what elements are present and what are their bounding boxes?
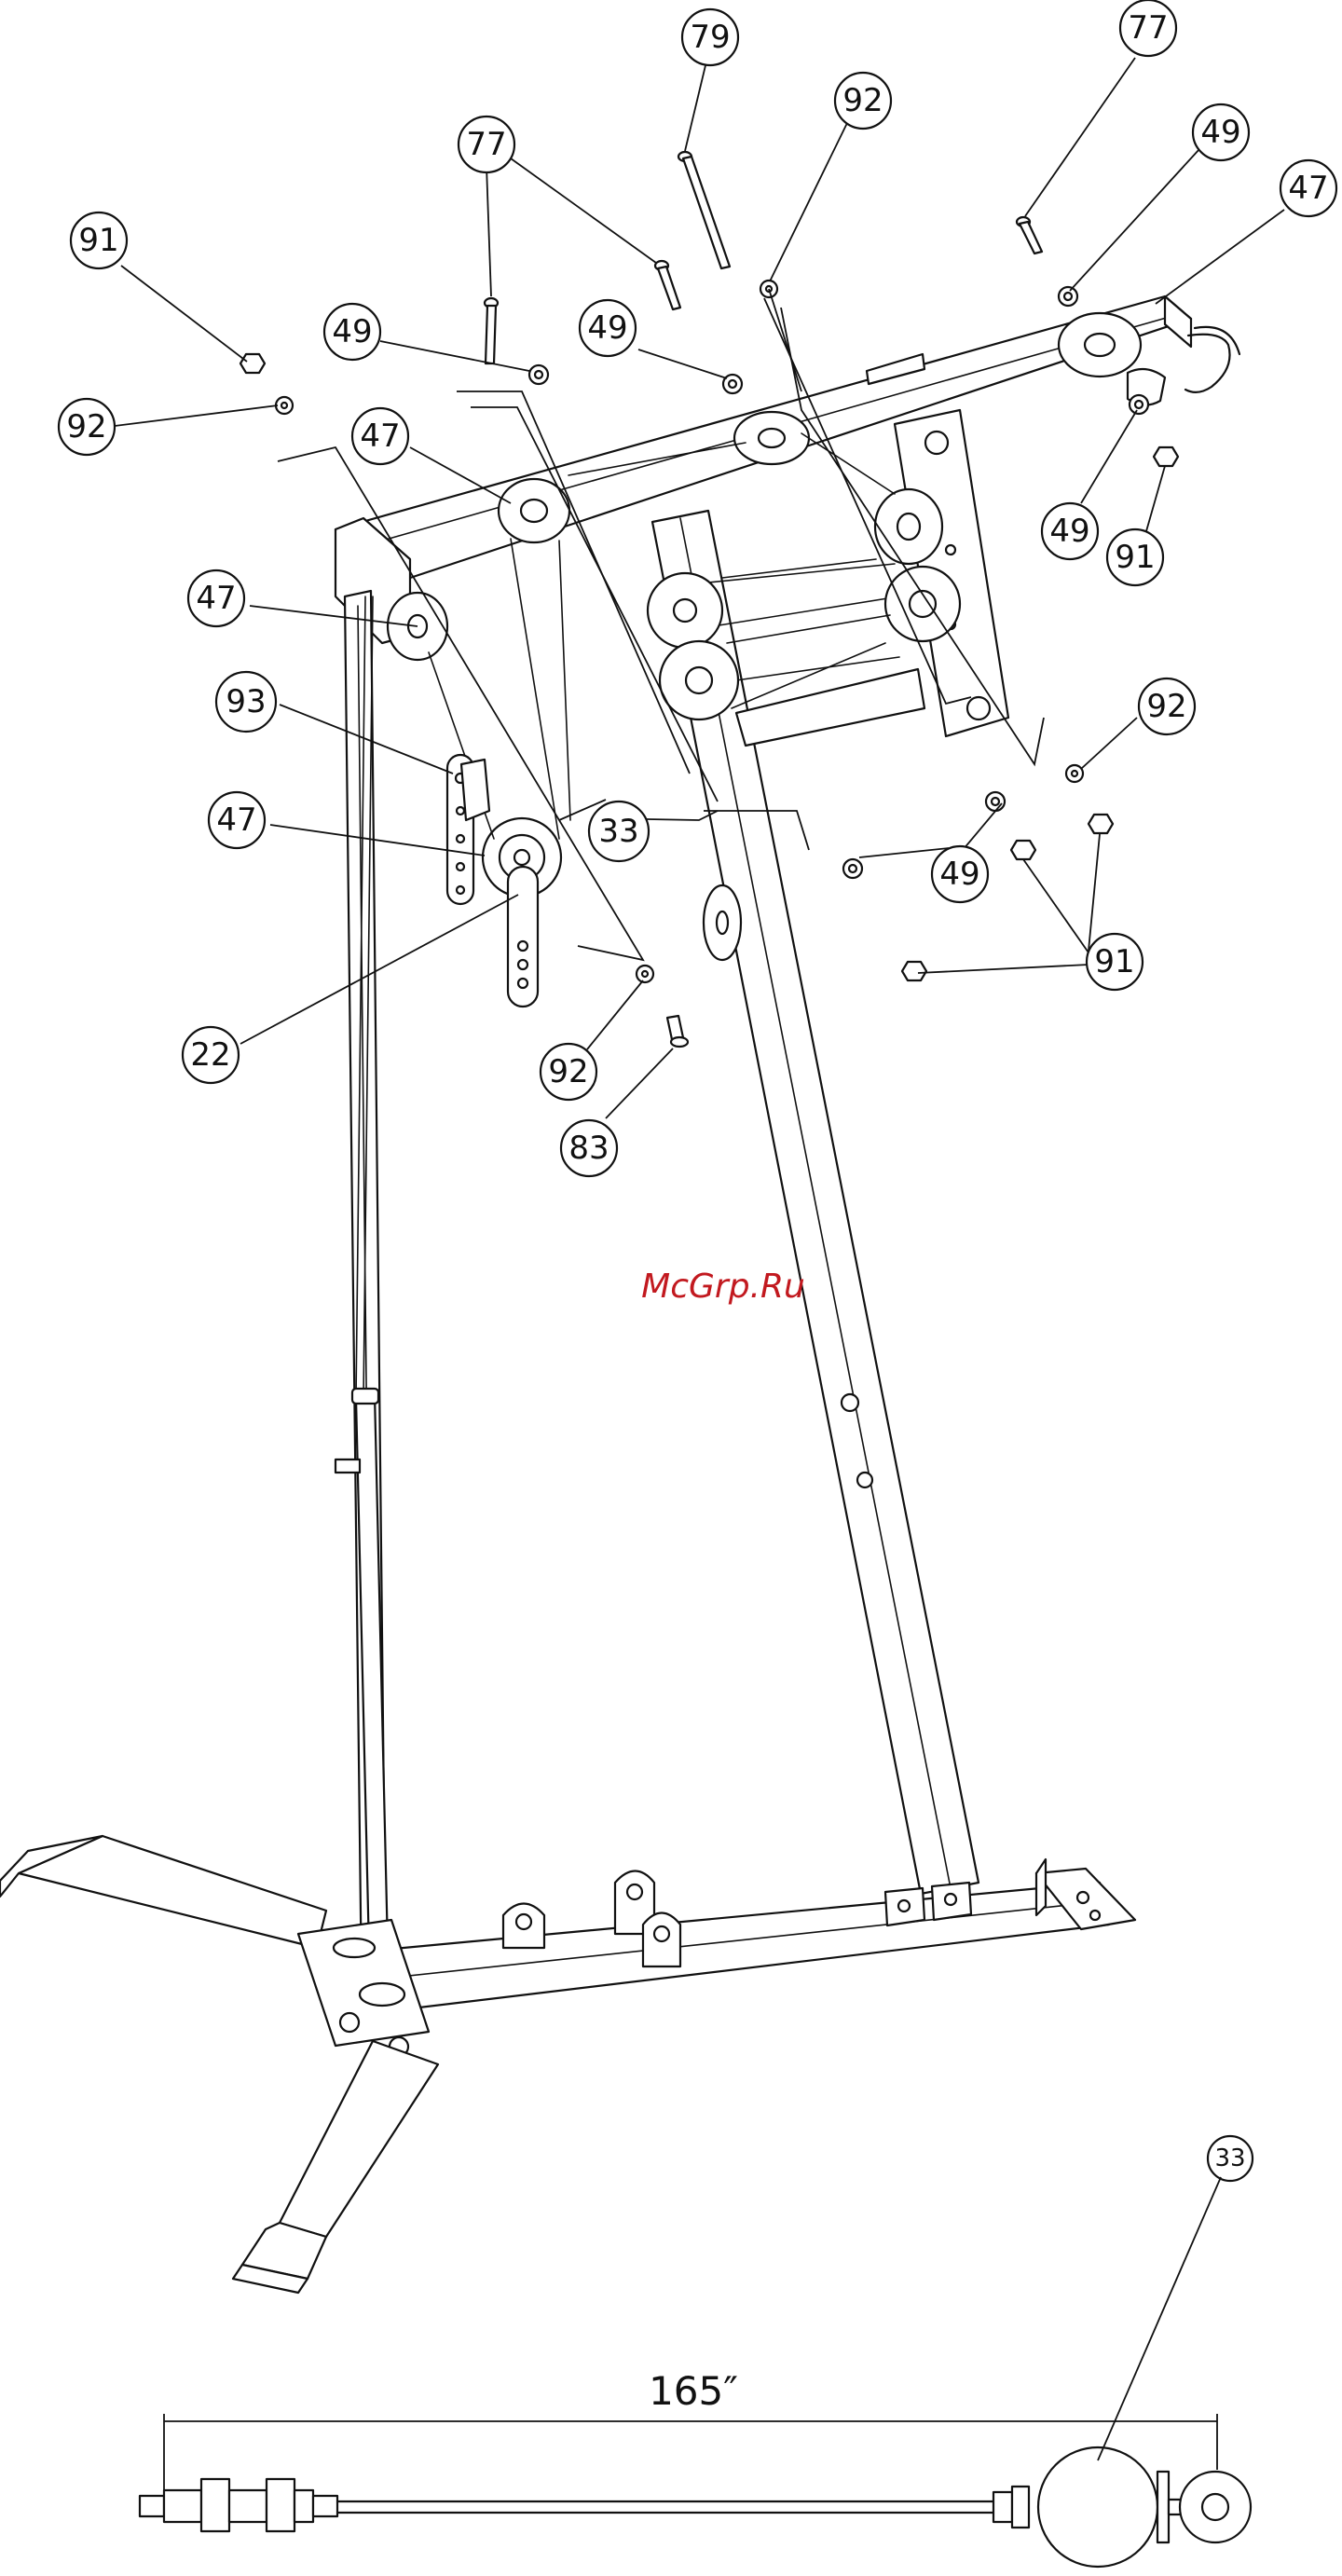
pulley-center-upper <box>648 573 722 648</box>
svg-text:49: 49 <box>1049 513 1089 550</box>
pulley-top-right <box>1059 313 1141 377</box>
callout-49: 49 <box>1193 104 1249 160</box>
svg-text:77: 77 <box>1128 9 1168 47</box>
cable-length-label: 165″ <box>649 2368 738 2414</box>
callout-91: 91 <box>71 212 127 268</box>
pulley-post-mid <box>704 885 741 960</box>
callout-92: 92 <box>541 1044 596 1100</box>
svg-text:92: 92 <box>66 408 106 445</box>
svg-text:92: 92 <box>842 82 883 119</box>
callout-92: 92 <box>59 399 115 455</box>
svg-text:49: 49 <box>587 309 627 347</box>
svg-text:47: 47 <box>216 802 256 839</box>
callout-47: 47 <box>352 408 408 464</box>
svg-text:22: 22 <box>190 1036 230 1074</box>
svg-text:33: 33 <box>1214 2144 1245 2172</box>
svg-text:92: 92 <box>548 1053 588 1090</box>
callout-91: 91 <box>1107 529 1163 585</box>
svg-text:91: 91 <box>1094 943 1134 980</box>
callout-77: 77 <box>459 116 514 172</box>
svg-text:47: 47 <box>196 580 236 617</box>
bolt-79 <box>678 152 730 268</box>
callout-91: 91 <box>1087 934 1143 990</box>
callout-92: 92 <box>835 73 891 129</box>
cable-ball-end <box>1038 2447 1157 2567</box>
callout-22: 22 <box>183 1027 239 1083</box>
svg-text:92: 92 <box>1146 688 1186 725</box>
bolt-77-right <box>1017 217 1042 253</box>
svg-text:49: 49 <box>939 856 979 893</box>
locknut-91-b <box>1154 447 1178 466</box>
svg-text:77: 77 <box>466 126 506 163</box>
callout-77: 77 <box>1120 0 1176 56</box>
svg-text:49: 49 <box>1200 114 1240 151</box>
callout-49: 49 <box>324 304 380 360</box>
svg-text:91: 91 <box>1115 539 1155 576</box>
locknut-91-e <box>902 962 926 980</box>
pulley-top-center <box>734 412 809 464</box>
cable-nut-2 <box>267 2479 294 2531</box>
callout-83: 83 <box>561 1120 617 1176</box>
bolt-77-left <box>485 298 498 363</box>
callout-47: 47 <box>1280 160 1336 216</box>
svg-text:93: 93 <box>226 683 266 720</box>
callout-92: 92 <box>1139 678 1195 734</box>
callout-47: 47 <box>209 792 265 848</box>
frame-structure <box>0 296 1191 2293</box>
callout-79: 79 <box>682 9 738 65</box>
watermark: McGrp.Ru <box>641 1267 805 1306</box>
svg-text:47: 47 <box>360 418 400 455</box>
pulley-right-upper <box>875 489 942 564</box>
svg-text:47: 47 <box>1288 170 1328 207</box>
svg-text:91: 91 <box>78 222 118 259</box>
bolt-83 <box>667 1016 688 1047</box>
front-foot-arm <box>280 2041 438 2237</box>
callout-49: 49 <box>1042 503 1098 559</box>
bottom-rail <box>354 1883 1109 2013</box>
callout-49: 49 <box>580 300 636 356</box>
callout-47: 47 <box>188 570 244 626</box>
svg-text:79: 79 <box>690 19 730 56</box>
cable-nut-1 <box>201 2479 229 2531</box>
pulley-center-lower <box>660 641 738 719</box>
pulley-right-lower <box>885 567 960 641</box>
locknut-91-d <box>1011 841 1035 859</box>
crossbeam-end-cap <box>1165 296 1191 347</box>
locknut-91-a <box>240 354 265 373</box>
locknut-91-c <box>1089 815 1113 833</box>
svg-text:49: 49 <box>332 313 372 350</box>
bolt-77-middle <box>655 261 680 309</box>
callout-93: 93 <box>216 672 276 732</box>
svg-text:83: 83 <box>568 1130 609 1167</box>
callout-49: 49 <box>932 846 988 902</box>
rail-bracket-1 <box>503 1904 544 1949</box>
callout-33: 33 <box>589 802 649 861</box>
svg-text:33: 33 <box>598 813 638 850</box>
callout-33: 33 <box>1208 2136 1253 2181</box>
